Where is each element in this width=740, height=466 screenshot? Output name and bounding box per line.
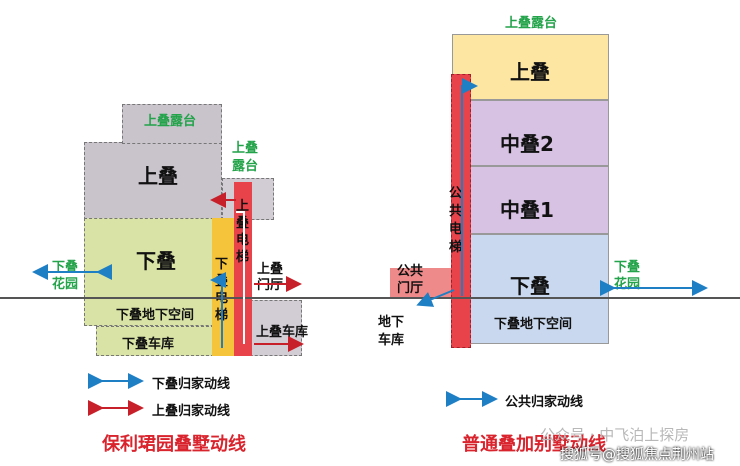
right-lower-block <box>452 234 609 344</box>
left-top-terrace-label: 上叠露台 <box>144 114 197 129</box>
legend-red-left-label: 上叠归家动线 <box>152 404 231 419</box>
right-middle2-block <box>452 100 609 166</box>
legend-blue-left-label: 下叠归家动线 <box>152 377 231 392</box>
legend-blue-right-label: 公共归家动线 <box>505 395 584 410</box>
left-terrace2-label: 上叠 露台 <box>232 141 259 174</box>
left-elevator-label: 上 叠 电 梯 <box>236 199 250 265</box>
left-basement-label: 下叠地下空间 <box>116 308 195 323</box>
left-lower-block <box>84 218 234 298</box>
watermark-faint: 公众号 · 中飞泊上探房 <box>540 426 690 444</box>
right-middle1-label: 中叠1 <box>500 198 554 222</box>
right-public-elevator-label: 公 共 电 梯 <box>449 186 463 255</box>
right-lower-label: 下叠 <box>510 274 550 298</box>
left-red-path-up <box>236 211 245 344</box>
right-blue-arrow-garage <box>416 289 455 307</box>
left-blue-path-elevator <box>210 272 226 348</box>
right-basement-label: 下叠地下空间 <box>494 317 573 332</box>
right-upper-block <box>452 34 609 100</box>
left-entrance-upper-label: 上叠 门厅 <box>257 262 284 293</box>
right-blue-path-elevator <box>461 78 478 296</box>
right-middle1-block <box>452 166 609 234</box>
right-caption: 普通叠加别墅动线 <box>462 434 606 455</box>
left-garage-lower-label: 下叠车库 <box>122 337 175 352</box>
left-upper-label: 上叠 <box>138 164 178 188</box>
left-garage-lower-block <box>96 326 234 356</box>
left-lower-label: 下叠 <box>136 249 176 273</box>
right-middle2-label: 中叠2 <box>500 132 554 156</box>
left-caption: 保利珺园叠墅动线 <box>102 434 246 455</box>
right-public-entrance-label: 公共 门厅 <box>397 264 424 296</box>
right-garage-label: 地下 车库 <box>378 315 405 348</box>
watermark-main: 搜狐号@搜狐焦点荆州站 <box>560 447 714 463</box>
right-upper-label: 上叠 <box>510 60 550 84</box>
left-top-terrace-block <box>122 104 222 144</box>
right-top-terrace-label: 上叠露台 <box>505 16 558 31</box>
